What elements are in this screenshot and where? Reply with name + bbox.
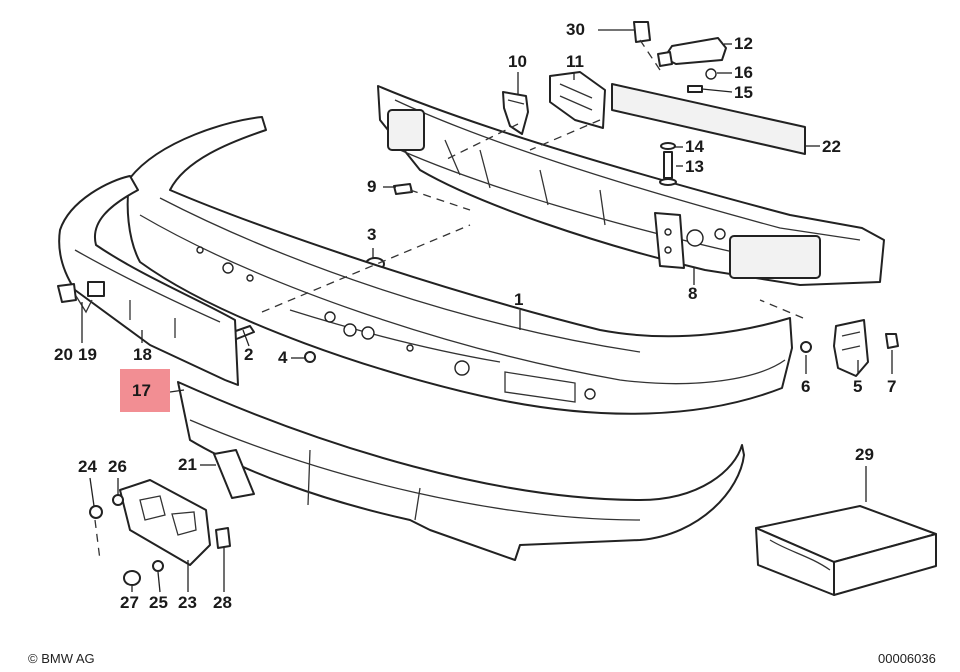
side-bracket-drawing xyxy=(800,319,899,377)
callout-9[interactable]: 9 xyxy=(367,177,377,196)
callout-21[interactable]: 21 xyxy=(178,455,197,474)
holder-10-drawing xyxy=(502,91,529,135)
callout-19[interactable]: 19 xyxy=(78,345,97,364)
callout-15[interactable]: 15 xyxy=(734,83,753,102)
bracket-11-drawing xyxy=(549,71,606,129)
copyright-symbol: © xyxy=(28,651,38,666)
callout-26[interactable]: 26 xyxy=(108,457,127,476)
assembly-line xyxy=(639,39,661,71)
callout-16[interactable]: 16 xyxy=(734,63,753,82)
callout-30[interactable]: 30 xyxy=(566,20,585,39)
callout-12[interactable]: 12 xyxy=(734,34,753,53)
callout-5[interactable]: 5 xyxy=(853,377,863,396)
bumper-strip-drawing xyxy=(177,381,745,561)
callout-28[interactable]: 28 xyxy=(213,593,232,612)
leader-lines xyxy=(81,29,893,593)
callout-13[interactable]: 13 xyxy=(685,157,704,176)
callout-2[interactable]: 2 xyxy=(244,345,254,364)
callout-6[interactable]: 6 xyxy=(801,377,811,396)
assembly-line xyxy=(94,519,101,561)
callout-25[interactable]: 25 xyxy=(149,593,168,612)
callout-1[interactable]: 1 xyxy=(514,290,524,309)
bolt-drawing xyxy=(659,142,677,186)
diagram-number: 00006036 xyxy=(878,651,936,666)
plate-drawing xyxy=(213,449,255,499)
bumper-cover-drawing xyxy=(126,116,793,415)
callout-20[interactable]: 20 xyxy=(54,345,73,364)
callout-29[interactable]: 29 xyxy=(855,445,874,464)
callout-14[interactable]: 14 xyxy=(685,137,704,156)
highlight-box xyxy=(120,369,170,412)
strip-drawing xyxy=(611,83,806,155)
callout-24[interactable]: 24 xyxy=(78,457,97,476)
assembly-line xyxy=(261,224,471,313)
callout-7[interactable]: 7 xyxy=(887,377,897,396)
callout-8[interactable]: 8 xyxy=(688,284,698,303)
impact-beam-drawing xyxy=(377,85,885,286)
callout-4[interactable]: 4 xyxy=(278,348,288,367)
callout-3[interactable]: 3 xyxy=(367,225,377,244)
callout-18[interactable]: 18 xyxy=(133,345,152,364)
callout-22[interactable]: 22 xyxy=(822,137,841,156)
assembly-line xyxy=(409,189,471,211)
plate-bracket-drawing xyxy=(89,479,231,586)
callout-23[interactable]: 23 xyxy=(178,593,197,612)
callout-10[interactable]: 10 xyxy=(508,52,527,71)
callout-17[interactable]: 17 xyxy=(132,381,151,400)
copyright-owner: BMW AG xyxy=(41,651,95,666)
box-drawing xyxy=(755,505,937,596)
assembly-line xyxy=(759,299,804,319)
assembly-line xyxy=(529,119,601,151)
sensor-parts-drawing xyxy=(633,21,727,93)
copyright: © BMW AG xyxy=(28,651,95,666)
parts-20-19-drawing xyxy=(57,281,105,314)
callout-27[interactable]: 27 xyxy=(120,593,139,612)
callout-11[interactable]: 11 xyxy=(566,52,584,71)
